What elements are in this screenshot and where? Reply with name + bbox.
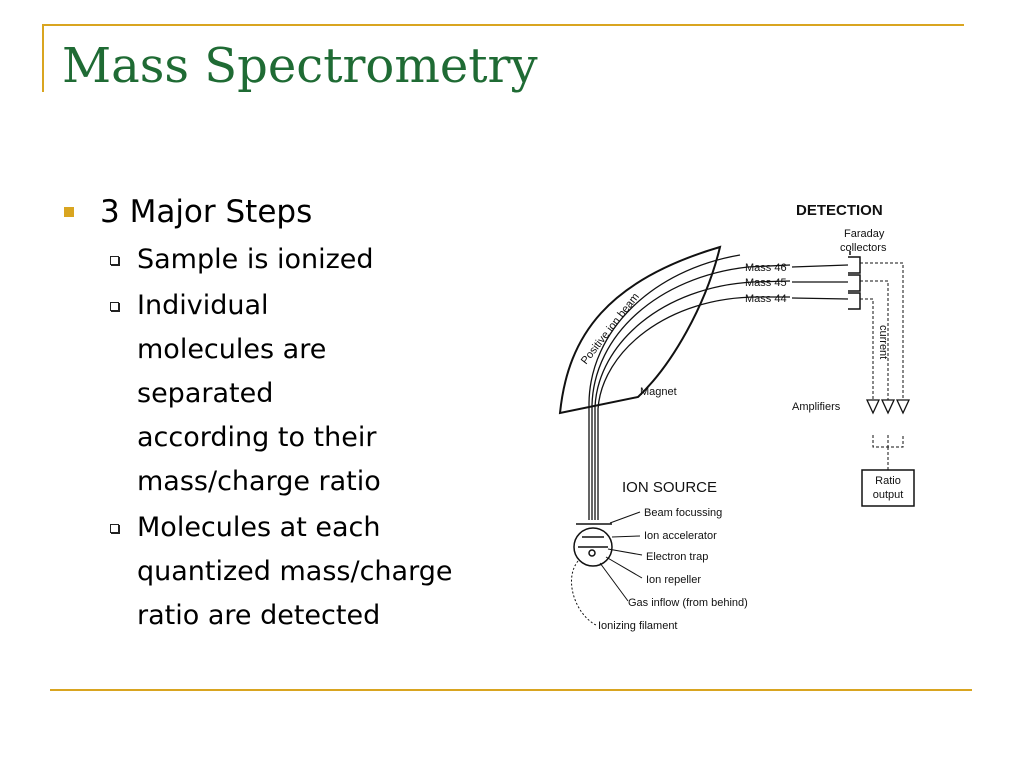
ionizing-filament-label: Ionizing filament: [598, 620, 678, 632]
faraday-label-line1: Faraday: [844, 228, 885, 240]
beam-path-mass44: [597, 296, 790, 520]
hollow-square-bullet-icon: [110, 524, 119, 533]
ratio-label-line2: output: [873, 489, 904, 501]
detection-label: DETECTION: [796, 202, 883, 219]
amplifier-triangle: [895, 399, 911, 415]
bullet-text: 3 Major Steps: [100, 194, 313, 230]
sub-bullet-detected: Molecules at each quantized mass/charge …: [62, 506, 502, 638]
hollow-square-bullet-icon: [110, 256, 119, 265]
amplifier-triangle: [865, 399, 881, 415]
amplifier-triangle: [880, 399, 896, 415]
beam-path-mass46: [591, 264, 791, 520]
sub-bullet-text: Sample is ionized: [137, 244, 374, 275]
bullet-list: 3 Major Steps Sample is ionized Individu…: [62, 190, 502, 640]
frame-top-rule: [42, 24, 964, 26]
amplifiers-label: Amplifiers: [792, 401, 841, 413]
beam-path-outer: [588, 254, 741, 520]
hollow-square-bullet-icon: [110, 302, 119, 311]
faraday-label-line2: collectors: [840, 242, 887, 254]
beam-path-mass45: [594, 280, 791, 520]
bullet-major-steps: 3 Major Steps: [62, 190, 502, 234]
gas-inflow-label: Gas inflow (from behind): [628, 597, 748, 609]
mass44-label: Mass 44: [745, 293, 787, 305]
frame-left-rule: [42, 24, 44, 92]
faraday-collectors: [848, 251, 861, 310]
slide-title: Mass Spectrometry: [62, 38, 538, 94]
sub-bullet-separated: Individual molecules are separated accor…: [62, 284, 477, 504]
ion-repeller-label: Ion repeller: [646, 574, 701, 586]
ion-source-chamber: [573, 523, 613, 567]
ion-beam-paths: [588, 254, 791, 520]
square-bullet-icon: [64, 207, 74, 217]
ion-source-label: ION SOURCE: [622, 479, 717, 496]
amplifier-triangles: [865, 399, 911, 415]
mass-arrows: [791, 264, 849, 300]
ratio-label-line1: Ratio: [875, 475, 901, 487]
current-label: current: [877, 325, 889, 359]
sub-bullet-text: Individual molecules are separated accor…: [137, 290, 381, 497]
ion-source-leaders: [599, 511, 643, 602]
current-lines: [860, 262, 904, 470]
filament-lead: [570, 560, 597, 626]
sub-bullet-text: Molecules at each quantized mass/charge …: [137, 512, 453, 631]
ratio-output-box: [861, 469, 915, 507]
sub-bullet-ionized: Sample is ionized: [62, 238, 502, 282]
mass-spectrometer-diagram: DETECTION Faraday collectors Magnet Posi…: [558, 202, 915, 632]
mass46-label: Mass 46: [745, 262, 787, 274]
frame-bottom-rule: [50, 689, 972, 691]
beam-focussing-label: Beam focussing: [644, 507, 722, 519]
ion-accelerator-label: Ion accelerator: [644, 530, 717, 542]
magnet-shape: [558, 245, 722, 415]
mass45-label: Mass 45: [745, 277, 787, 289]
magnet-label: Magnet: [640, 386, 677, 398]
electron-trap-label: Electron trap: [646, 551, 708, 563]
